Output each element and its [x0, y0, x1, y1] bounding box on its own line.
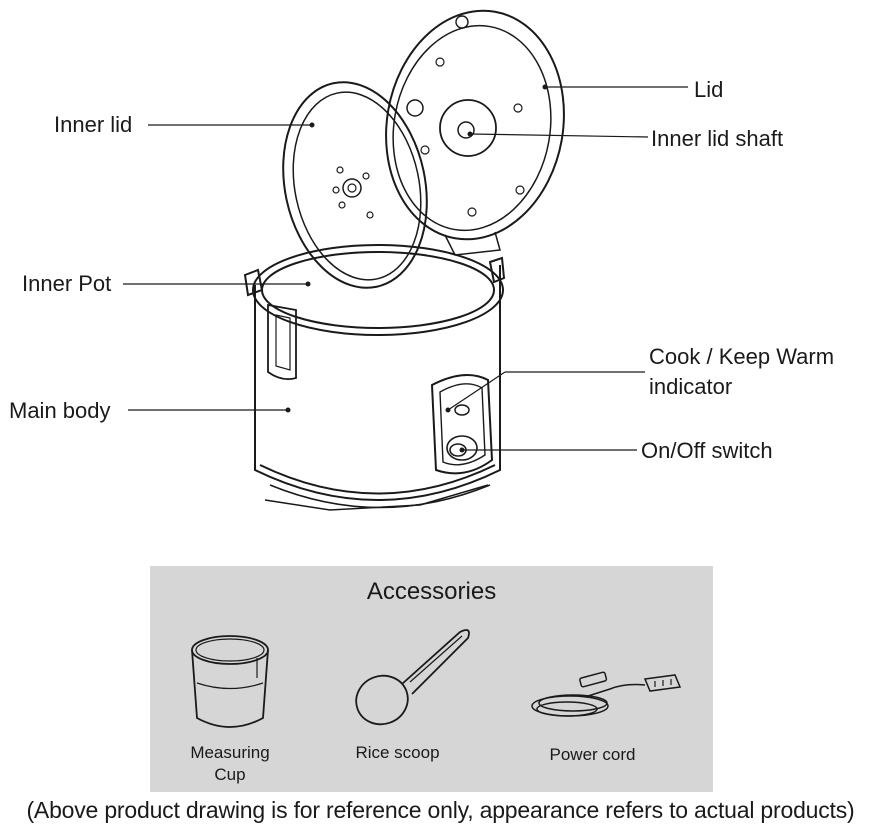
indicator-light — [454, 404, 470, 416]
lid-label: Lid — [694, 77, 724, 102]
side-handle — [267, 303, 297, 381]
measuring-cup-icon — [191, 635, 269, 728]
inner-pot-label: Inner Pot — [22, 271, 112, 296]
callout-lines — [123, 86, 688, 451]
accessories-panel: Accessories Measuring Cup Rice scoop — [150, 566, 713, 792]
measuring-cup-label-line1: Measuring — [190, 743, 270, 762]
power-cord-icon — [531, 671, 682, 717]
lid-shape — [385, 9, 565, 256]
main-body-shape — [254, 265, 501, 511]
cook-keep-warm-label-line1: Cook / Keep Warm — [649, 344, 835, 369]
rice-scoop-icon — [355, 629, 470, 726]
power-cord-label: Power cord — [549, 745, 636, 764]
on-off-switch-label: On/Off switch — [641, 438, 773, 463]
inner-lid-label: Inner lid — [54, 112, 133, 137]
inner-lid-shape — [282, 81, 428, 289]
control-panel-shape — [430, 374, 494, 475]
inner-pot-shape — [243, 244, 506, 336]
footnote: (Above product drawing is for reference … — [26, 797, 855, 823]
main-body-label: Main body — [9, 398, 111, 423]
rice-scoop-label: Rice scoop — [355, 743, 440, 762]
measuring-cup-label-line2: Cup — [214, 765, 246, 784]
inner-lid-shaft-label: Inner lid shaft — [651, 126, 784, 151]
rice-cooker-drawing — [123, 9, 688, 511]
accessories-title: Accessories — [366, 578, 497, 605]
cook-keep-warm-label-line2: indicator — [649, 374, 733, 399]
